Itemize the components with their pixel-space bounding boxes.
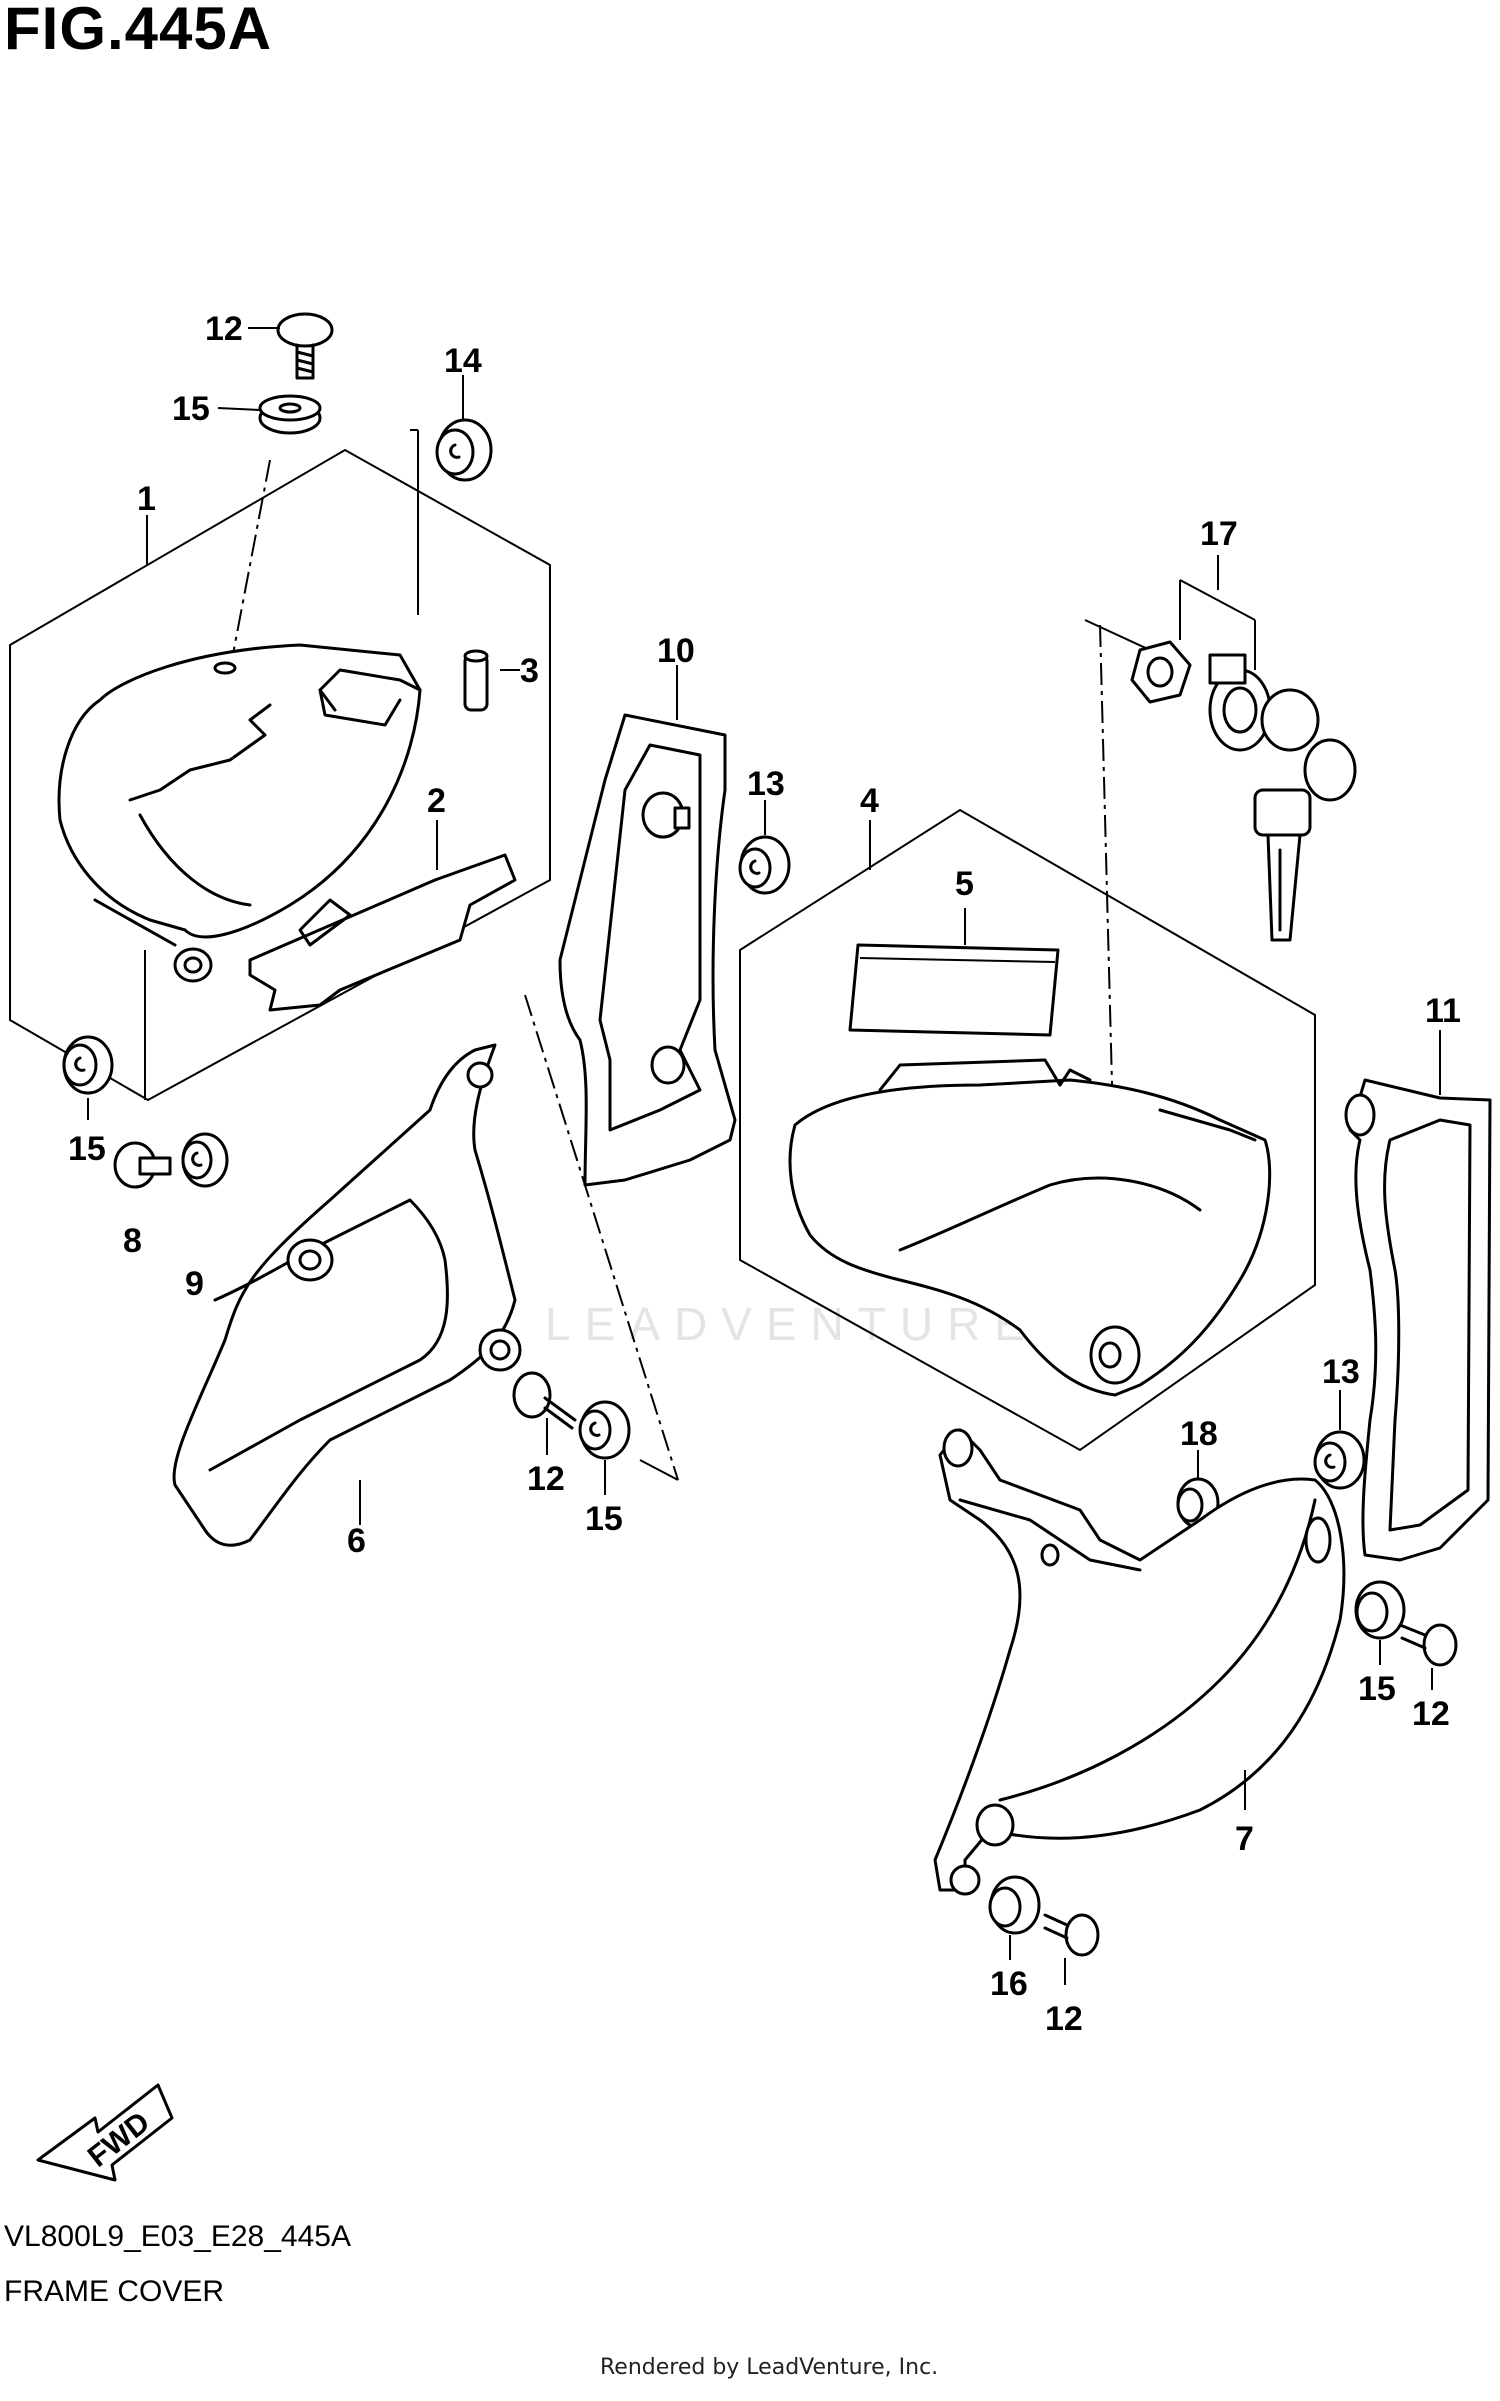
callout-5: 5 bbox=[955, 865, 974, 903]
part-12-screw-right bbox=[1398, 1623, 1458, 1667]
callout-18: 18 bbox=[1180, 1415, 1218, 1453]
part-11-bracket bbox=[1344, 1078, 1492, 1562]
watermark: LEADVENTURE bbox=[545, 1298, 1039, 1350]
part-12-screw-mid bbox=[512, 1371, 577, 1430]
callout-9: 9 bbox=[185, 1265, 204, 1303]
part-15-grommet-mid bbox=[578, 1400, 631, 1460]
callout-6: 6 bbox=[347, 1522, 366, 1560]
callout-leaders bbox=[87, 327, 1441, 1985]
callout-15-right: 15 bbox=[1358, 1670, 1396, 1708]
part-13-grommet-right bbox=[1313, 1430, 1366, 1490]
part-13-grommet-mid bbox=[738, 835, 791, 895]
callout-13-mid: 13 bbox=[747, 765, 785, 803]
part-16-grommet bbox=[988, 1875, 1041, 1935]
part-8-bolt bbox=[113, 1141, 172, 1189]
part-5-label bbox=[848, 943, 1060, 1037]
callout-15-left: 15 bbox=[68, 1130, 106, 1168]
callout-2: 2 bbox=[427, 782, 446, 820]
callout-12-mid: 12 bbox=[527, 1460, 565, 1498]
callout-12-bottom: 12 bbox=[1045, 2000, 1083, 2038]
callout-labels: 12 15 14 1 3 2 15 8 9 10 13 4 5 17 11 6 … bbox=[68, 310, 1461, 2038]
callout-1: 1 bbox=[137, 480, 156, 518]
callout-12-right: 12 bbox=[1412, 1695, 1450, 1733]
callout-13-right: 13 bbox=[1322, 1353, 1360, 1391]
fwd-arrow-icon: FWD bbox=[36, 2083, 174, 2182]
part-12-screw-bottom bbox=[1043, 1913, 1100, 1957]
part-3-pin bbox=[463, 649, 489, 712]
part-12-screw-top bbox=[276, 312, 334, 380]
callout-17: 17 bbox=[1200, 515, 1238, 553]
part-9-spacer bbox=[181, 1132, 229, 1188]
diagram-code: VL800L9_E03_E28_445A bbox=[4, 2220, 351, 2253]
diagram-subtitle: FRAME COVER bbox=[4, 2275, 225, 2308]
callout-3: 3 bbox=[520, 652, 539, 690]
part-15-grommet-top bbox=[258, 394, 322, 435]
callout-16: 16 bbox=[990, 1965, 1028, 2003]
callout-7: 7 bbox=[1235, 1820, 1254, 1858]
callout-11: 11 bbox=[1425, 992, 1461, 1030]
part-14-grommet bbox=[435, 418, 493, 482]
part-7-right-cover bbox=[933, 1428, 1346, 1896]
callout-15-top: 15 bbox=[172, 390, 210, 428]
callout-14: 14 bbox=[444, 342, 482, 380]
part-1-front-cover bbox=[57, 643, 422, 983]
part-2-bracket bbox=[248, 853, 517, 1012]
callout-15-mid: 15 bbox=[585, 1500, 623, 1538]
callout-12-top: 12 bbox=[205, 310, 243, 348]
callout-8: 8 bbox=[123, 1222, 142, 1260]
assembly-frame-left bbox=[9, 448, 551, 1102]
part-17-lock-set bbox=[1130, 640, 1357, 942]
callout-10: 10 bbox=[657, 632, 695, 670]
part-10-bracket bbox=[558, 713, 737, 1187]
render-credit: Rendered by LeadVenture, Inc. bbox=[600, 2355, 939, 2380]
figure-title: FIG.445A bbox=[4, 0, 273, 62]
assembly-frame-right bbox=[739, 808, 1316, 1452]
part-6-left-cover bbox=[172, 1043, 522, 1547]
callout-4: 4 bbox=[860, 782, 879, 820]
part-15-grommet-left bbox=[62, 1035, 114, 1095]
part-15-grommet-right bbox=[1354, 1580, 1406, 1640]
part-4-right-cover bbox=[788, 1058, 1272, 1397]
